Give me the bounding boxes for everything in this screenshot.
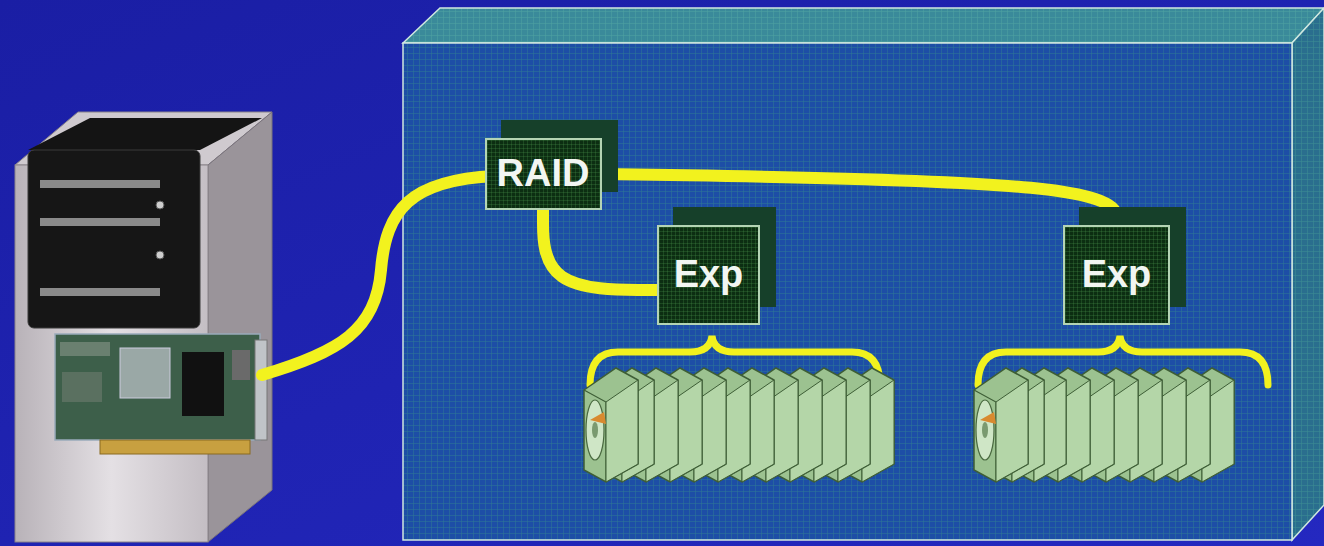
card-chip [182,352,224,416]
card-edge-connector [100,440,250,454]
tower-bezel [28,150,200,328]
tower-button [156,201,164,209]
yellow-link [543,210,657,290]
card-component [60,342,110,356]
drive-arm [590,412,606,424]
drive-stack [974,368,1234,482]
drive-stack [584,368,894,482]
enclosure-front [403,43,1292,540]
card-component [232,350,250,380]
box-label: RAID [497,153,590,195]
raid-card [55,334,267,454]
drive-bay-slot [40,288,160,296]
drive-bay-slot [40,218,160,226]
card-bracket [255,340,267,440]
raid-controller-box: RAID [485,138,602,210]
drive-bay-slot [40,180,160,188]
expander-box: Exp [657,225,760,325]
enclosure-side [1292,8,1324,540]
hard-drive [584,368,638,482]
box-label: Exp [674,254,744,296]
tower-side [208,112,272,542]
hard-drive [974,368,1028,482]
box-label: Exp [1082,254,1152,296]
card-component [62,372,102,402]
tower-bezel-top [28,118,262,150]
card-chip [120,348,170,398]
card-board [55,334,260,440]
enclosure-top [403,8,1324,43]
host-cable [262,176,495,375]
tower-button [156,251,164,259]
expander-box: Exp [1063,225,1170,325]
drive-arm [980,412,996,424]
yellow-link [602,174,1117,225]
